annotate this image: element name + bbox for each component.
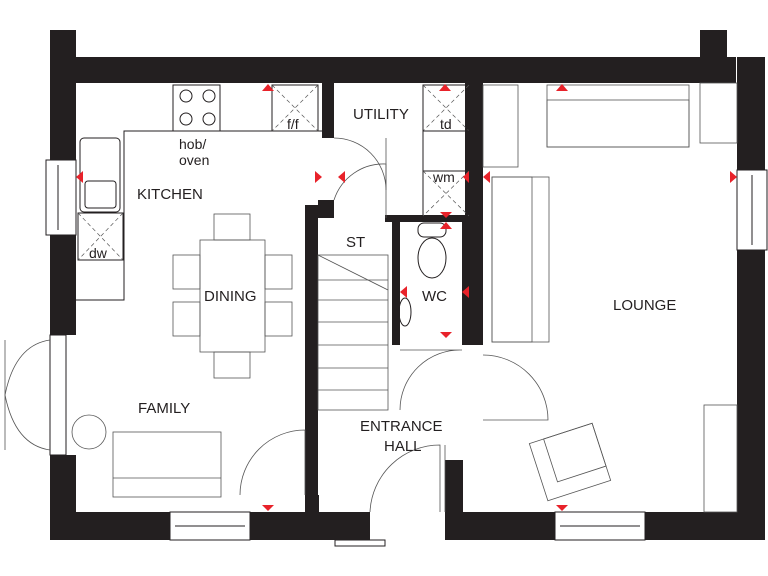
wc-fixtures: [398, 222, 447, 327]
dishwasher-label: dw: [89, 245, 108, 261]
doors: [239, 137, 549, 513]
hob-label-1: hob/: [179, 136, 206, 152]
kitchen-label: KITCHEN: [137, 186, 203, 203]
utility-label: UTILITY: [353, 106, 409, 123]
wc-label: WC: [422, 288, 447, 305]
washing-machine-label: wm: [432, 169, 455, 185]
electrical-markers: [76, 84, 737, 511]
windows: [45, 159, 768, 547]
entrance-hall-label-2: HALL: [384, 438, 422, 455]
store-label: ST: [346, 234, 365, 251]
french-doors: [4, 334, 67, 456]
staircase: [317, 254, 389, 411]
hob-rings: [179, 89, 216, 126]
hob-label-2: oven: [179, 152, 209, 168]
entrance-hall-label-1: ENTRANCE: [360, 418, 443, 435]
outer-walls: [50, 30, 765, 540]
kitchen-units: [76, 84, 470, 301]
furniture: [71, 82, 738, 513]
room-labels: KITCHEN DINING FAMILY UTILITY ST WC LOUN…: [89, 106, 676, 455]
fridge-freezer-label: f/f: [287, 116, 299, 132]
lounge-label: LOUNGE: [613, 297, 676, 314]
tumble-dryer-label: td: [440, 116, 452, 132]
family-label: FAMILY: [138, 400, 190, 417]
dining-label: DINING: [204, 288, 257, 305]
